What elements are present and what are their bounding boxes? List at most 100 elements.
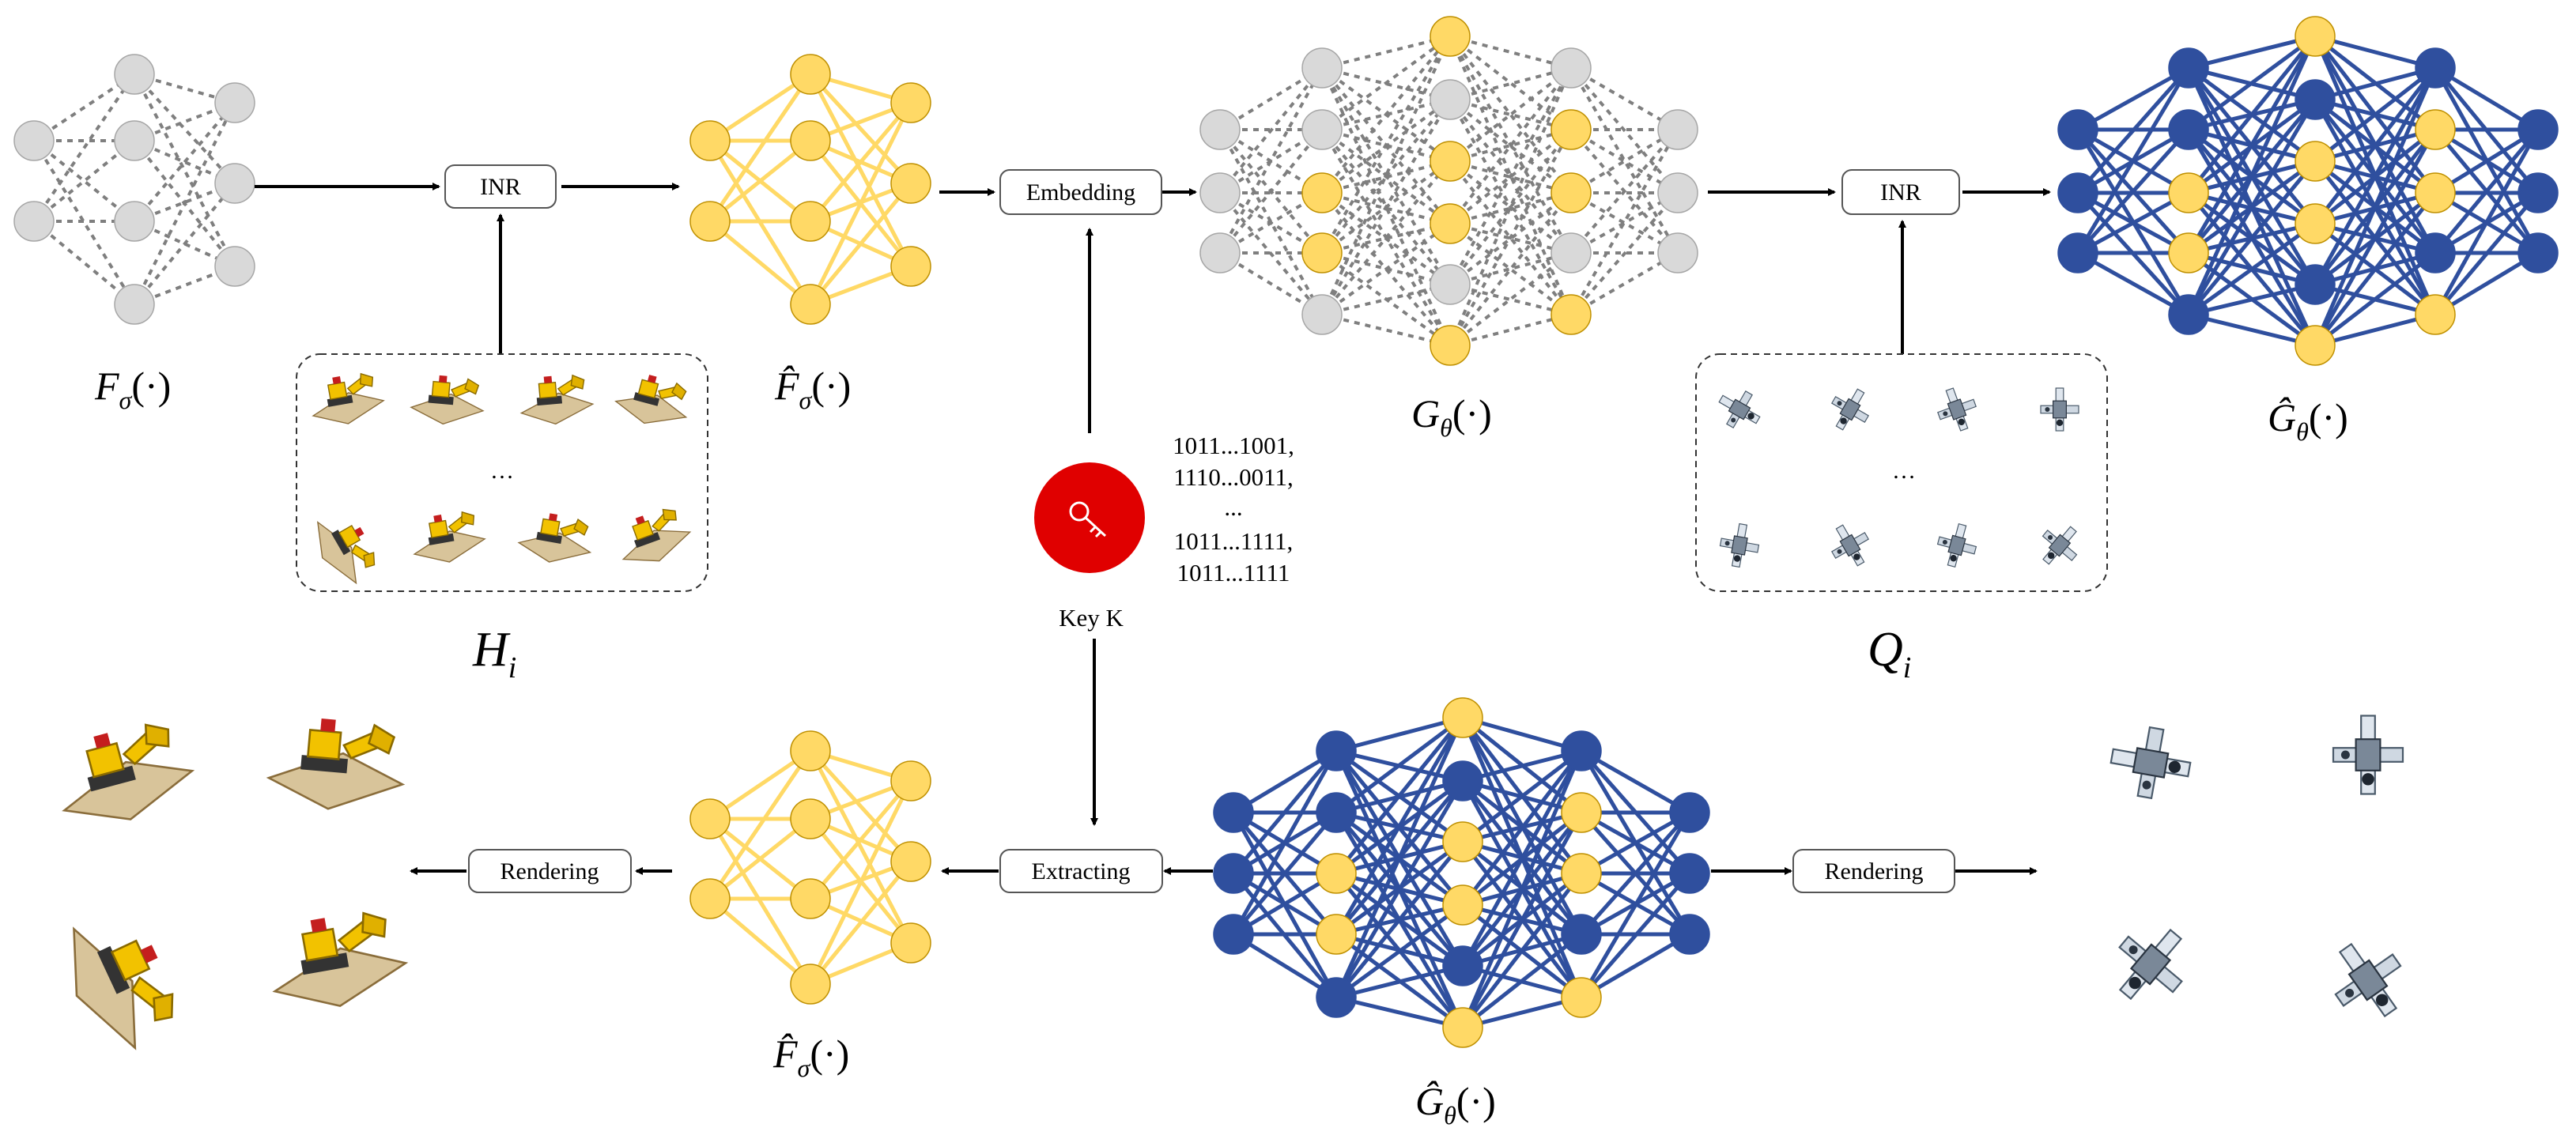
- network-edge: [1335, 964, 1464, 1000]
- network-node: [890, 163, 931, 204]
- network-node: [1301, 47, 1343, 89]
- network-node: [2415, 294, 2456, 335]
- network-edge: [1580, 811, 1691, 936]
- network-edge: [2313, 66, 2437, 225]
- ship-thumbnail-icon: [1719, 522, 1760, 568]
- network-edge: [1461, 872, 1583, 1029]
- svg-text:Ĝθ(·): Ĝθ(·): [2268, 395, 2348, 446]
- network-edge: [1460, 811, 1584, 1029]
- network-edge: [1218, 128, 1324, 255]
- network-node: [790, 964, 831, 1005]
- extracting-box: Extracting: [999, 849, 1163, 893]
- network-edge: [1320, 128, 1452, 225]
- network-edge: [1335, 715, 1464, 753]
- network-edge: [1218, 191, 1324, 255]
- network-edge: [2187, 160, 2317, 316]
- network-node: [1430, 203, 1471, 244]
- network-edge: [1335, 716, 1464, 814]
- bulldozer-thumbnail-icon: [266, 718, 406, 810]
- network-edge: [2313, 67, 2438, 346]
- network-edge: [1231, 749, 1339, 936]
- label-g-theta-hat-top-main: Ĝ: [2268, 395, 2296, 439]
- network-node: [2295, 16, 2336, 57]
- network-edge: [1461, 933, 1583, 1029]
- network-node: [1301, 109, 1343, 150]
- network-edge: [1569, 66, 1679, 131]
- inr-box-top-left-label: INR: [480, 174, 521, 200]
- net-g-theta-nodes: [1199, 16, 1698, 366]
- bulldozer-thumbnail-icon: [316, 521, 376, 585]
- network-node: [689, 798, 731, 839]
- network-edge: [1449, 251, 1573, 347]
- ship-thumbnail-icon: [1718, 390, 1761, 429]
- label-f-sigma-hat-top-sub: σ: [799, 386, 813, 414]
- network-node: [1213, 853, 1254, 894]
- label-g-theta-hat-bottom: Ĝθ(·): [1415, 1079, 1496, 1130]
- network-node: [1561, 792, 1602, 833]
- label-g-theta-hat-top-sub: θ: [2296, 417, 2309, 446]
- network-edge: [2187, 34, 2317, 132]
- embedding-box: Embedding: [999, 169, 1162, 215]
- bulldozer-thumbnail-icon: [410, 375, 485, 425]
- network-node: [2057, 172, 2098, 213]
- net-f-sigma-hat-top-edges: [708, 72, 913, 307]
- network-edge: [1334, 716, 1465, 999]
- network-edge: [1462, 995, 1582, 1030]
- network-edge: [2188, 34, 2316, 70]
- ship-thumbnail-icon: [2040, 387, 2079, 432]
- svg-text:Qi: Qi: [1868, 623, 1911, 685]
- network-edge: [1320, 67, 1452, 346]
- network-node: [2295, 79, 2336, 120]
- network-g-theta-hat-bottom: [1213, 697, 1710, 1048]
- network-edge: [1449, 67, 1573, 285]
- network-edge: [2188, 282, 2316, 317]
- network-node: [1551, 232, 1592, 273]
- network-node: [1316, 977, 1357, 1018]
- network-node: [1442, 697, 1483, 738]
- network-g-theta-hat-top: [2057, 16, 2559, 366]
- network-edge: [1449, 222, 1573, 316]
- network-node: [1561, 914, 1602, 955]
- network-edge: [1335, 995, 1464, 1030]
- network-edge: [2076, 251, 2190, 317]
- network-edge: [32, 73, 136, 223]
- network-node: [214, 246, 255, 287]
- network-edge: [1320, 35, 1452, 194]
- label-f-sigma: Fσ(·): [94, 364, 171, 414]
- network-node: [1316, 853, 1357, 894]
- network-edge: [1449, 66, 1573, 163]
- rendering-box-left: Rendering: [468, 849, 632, 893]
- network-node: [1430, 325, 1471, 366]
- network-node: [2057, 109, 2098, 150]
- inr-box-top-right: INR: [1841, 169, 1960, 215]
- network-edge: [708, 139, 812, 223]
- key-bits-line-5: 1011...1111: [1177, 559, 1290, 586]
- network-edge: [1449, 191, 1572, 225]
- net-f-sigma-edges: [32, 73, 236, 306]
- net-g-theta-edges: [1218, 35, 1679, 347]
- net-f-sigma-hat-top-nodes: [689, 54, 931, 325]
- network-edge: [2313, 128, 2438, 347]
- network-edge: [1579, 811, 1692, 999]
- network-edge: [1449, 313, 1572, 347]
- network-node: [689, 201, 731, 242]
- label-f-sigma-hat-bottom-arg: (·): [810, 1032, 849, 1076]
- network-edge: [1570, 191, 1679, 255]
- network-edge: [1449, 66, 1572, 101]
- network-edge: [2314, 66, 2436, 102]
- label-g-theta-hat-bottom-main: Ĝ: [1415, 1079, 1444, 1123]
- network-node: [1213, 792, 1254, 833]
- ship-renders: [2110, 715, 2404, 1018]
- network-edge: [1320, 191, 1452, 286]
- network-node: [1199, 109, 1241, 150]
- network-edge: [1569, 251, 1679, 316]
- net-g-theta-hat-bottom-nodes: [1213, 697, 1710, 1048]
- network-node: [1561, 853, 1602, 894]
- network-edge: [133, 74, 236, 267]
- network-edge: [1449, 98, 1573, 194]
- network-edge: [1449, 222, 1572, 255]
- network-edge: [1460, 750, 1584, 1028]
- svg-text:Fσ(·): Fσ(·): [94, 364, 171, 414]
- label-f-sigma-hat-bottom: F̂σ(·): [772, 1032, 849, 1082]
